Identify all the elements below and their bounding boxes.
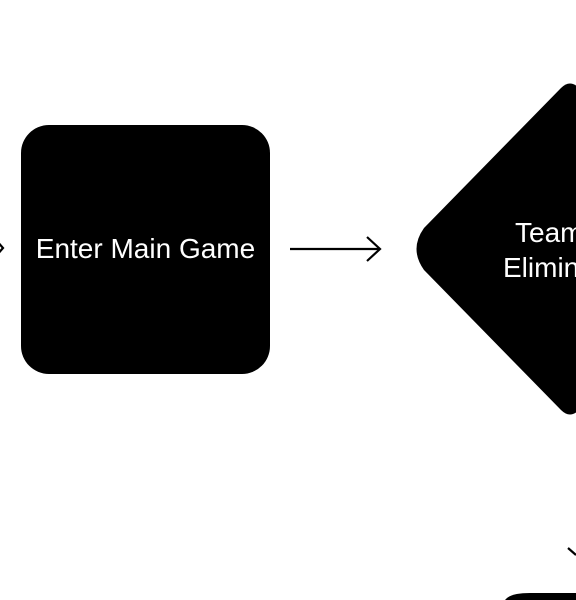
downward-arrow-fragment: [567, 547, 576, 556]
decision-diamond: [416, 83, 576, 415]
node-enter-main-game[interactable]: Enter Main Game: [21, 125, 270, 374]
node-label-team-eliminated-line2: Eliminated: [503, 252, 576, 283]
connector-arrow-enter-to-eliminated: [290, 236, 382, 262]
node-next-partial: [505, 593, 576, 600]
incoming-arrow: [0, 242, 5, 254]
node-label-team-eliminated-line1: Team: [515, 217, 576, 248]
node-team-eliminated[interactable]: Team Eliminated: [416, 83, 576, 415]
connector-arrowhead: [366, 236, 382, 262]
node-label-enter-main-game: Enter Main Game: [36, 233, 255, 264]
process-box: [21, 125, 270, 374]
